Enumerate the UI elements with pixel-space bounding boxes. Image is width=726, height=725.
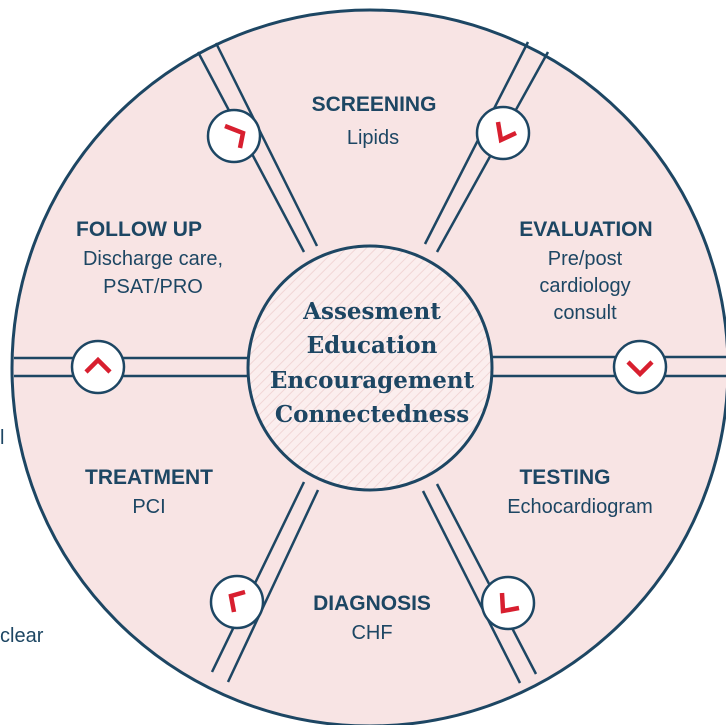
center-line-4: Connectedness (275, 401, 469, 428)
chevron-icon (228, 589, 246, 613)
arrow-badge-right (612, 339, 668, 395)
chevron-up-icon (84, 356, 112, 374)
arrow-badge-left (70, 339, 126, 395)
arrow-badge-top-right (475, 105, 531, 161)
center-line-1: Assesment (302, 298, 441, 325)
edge-fragment-l: l (0, 427, 4, 449)
chevron-down-icon (626, 360, 654, 378)
chevron-icon (499, 592, 520, 614)
chevron-icon (224, 123, 246, 149)
segment-text-diagnosis: CHF (351, 622, 392, 644)
segment-title-follow-up: FOLLOW UP (76, 218, 202, 241)
center-circle (246, 244, 494, 492)
segment-text-follow-up-2: PSAT/PRO (103, 276, 203, 298)
segment-text-follow-up-1: Discharge care, (83, 248, 223, 270)
chevron-icon (495, 121, 517, 144)
segment-text-evaluation-1: Pre/post (548, 248, 623, 270)
center-line-3: Encouragement (270, 367, 475, 394)
spokes (14, 41, 726, 684)
segment-text-screening: Lipids (347, 127, 399, 149)
arrow-badge-bottom-left (209, 574, 265, 630)
segment-text-evaluation-3: consult (553, 302, 617, 324)
segment-text-treatment: PCI (132, 496, 165, 518)
segment-title-evaluation: EVALUATION (519, 218, 652, 241)
segment-text-evaluation-2: cardiology (539, 275, 630, 297)
segment-title-testing: TESTING (519, 466, 610, 489)
segment-title-treatment: TREATMENT (85, 466, 213, 489)
arrow-badge-bottom-right (480, 575, 536, 631)
segment-text-testing: Echocardiogram (507, 496, 653, 518)
edge-fragment-clear: clear (0, 625, 44, 647)
center-line-2: Education (307, 332, 438, 359)
segment-title-screening: SCREENING (312, 93, 437, 116)
arrow-badge-top-left (206, 108, 262, 164)
segment-title-diagnosis: DIAGNOSIS (313, 592, 431, 615)
